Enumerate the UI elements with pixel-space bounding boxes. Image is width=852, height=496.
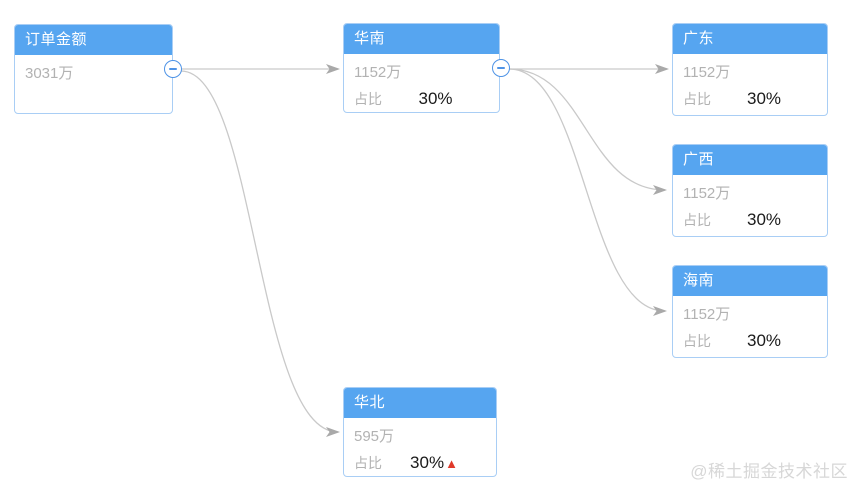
node-north-china-title: 华北 [344, 388, 496, 418]
node-guangxi-amount: 1152万 [683, 185, 731, 202]
node-guangxi[interactable]: 广西 1152万 占比 30% [672, 144, 828, 237]
node-order-amount-value: 3031万 [25, 65, 74, 82]
node-hainan-amount: 1152万 [683, 306, 731, 323]
ratio-label: 占比 [683, 90, 711, 107]
ratio-row: 占比 30% [683, 206, 817, 233]
node-order-amount[interactable]: 订单金额 3031万 [14, 24, 173, 114]
node-hainan-body: 1152万 占比 30% [673, 296, 827, 354]
collapse-button-south-china[interactable] [492, 59, 510, 77]
ratio-label: 占比 [354, 454, 382, 471]
node-order-amount-body: 3031万 [15, 55, 172, 86]
node-south-china[interactable]: 华南 1152万 占比 30% [343, 23, 500, 113]
edge-south-to-hainan [508, 68, 667, 316]
node-order-amount-title: 订单金额 [15, 25, 172, 55]
ratio-value-wrap: 30% [711, 331, 817, 351]
node-guangxi-title: 广西 [673, 145, 827, 175]
ratio-label: 占比 [683, 211, 711, 228]
node-north-china[interactable]: 华北 595万 占比 30%▲ [343, 387, 497, 477]
ratio-row: 占比 30% [683, 327, 817, 354]
edge-root-to-north [180, 70, 340, 437]
node-guangdong-body: 1152万 占比 30% [673, 54, 827, 112]
ratio-row: 占比 30% [683, 85, 817, 112]
node-guangdong-amount: 1152万 [683, 64, 731, 81]
ratio-value: 30% [746, 88, 782, 108]
edge-south-to-guangxi [508, 68, 667, 195]
node-guangdong[interactable]: 广东 1152万 占比 30% [672, 23, 828, 116]
node-guangxi-body: 1152万 占比 30% [673, 175, 827, 233]
ratio-row: 占比 30%▲ [354, 449, 486, 476]
collapse-button-order-amount[interactable] [164, 60, 182, 78]
node-south-china-amount: 1152万 [354, 64, 402, 81]
ratio-row: 占比 30% [354, 85, 489, 112]
ratio-value: 30% [746, 330, 782, 350]
ratio-value-wrap: 30% [382, 89, 489, 109]
minus-icon [497, 67, 505, 69]
watermark: @稀土掘金技术社区 [690, 462, 848, 481]
ratio-label: 占比 [683, 332, 711, 349]
ratio-value: 30% [746, 209, 782, 229]
ratio-value-wrap: 30%▲ [382, 453, 486, 473]
node-hainan-title: 海南 [673, 266, 827, 296]
ratio-label: 占比 [354, 90, 382, 107]
ratio-value: 30% [418, 88, 453, 108]
node-guangdong-title: 广东 [673, 24, 827, 54]
node-south-china-title: 华南 [344, 24, 499, 54]
ratio-value: 30% [410, 452, 445, 472]
ratio-value-wrap: 30% [711, 210, 817, 230]
ratio-value-wrap: 30% [711, 89, 817, 109]
node-north-china-amount: 595万 [354, 428, 395, 445]
node-north-china-body: 595万 占比 30%▲ [344, 418, 496, 476]
node-hainan[interactable]: 海南 1152万 占比 30% [672, 265, 828, 358]
trend-up-icon: ▲ [445, 455, 458, 471]
node-south-china-body: 1152万 占比 30% [344, 54, 499, 112]
minus-icon [169, 68, 177, 70]
